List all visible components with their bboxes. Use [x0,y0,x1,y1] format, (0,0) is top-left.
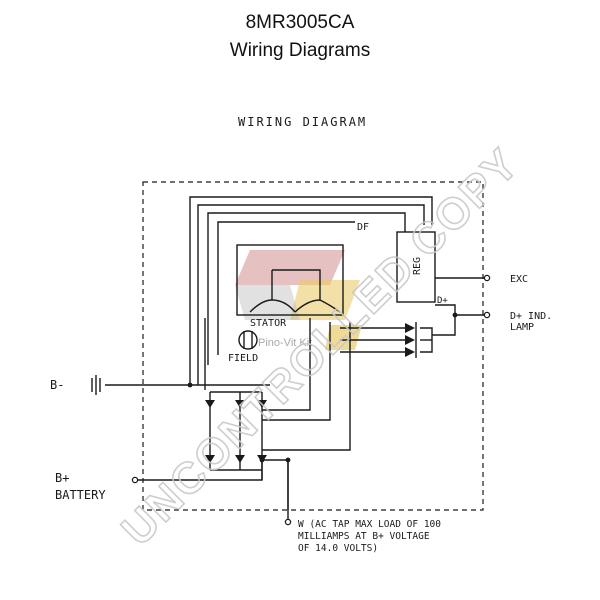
df-label: DF [357,222,369,233]
w-terminal [284,518,292,526]
d-plus-label: D+ [437,296,448,306]
part-number-title: 8MR3005CA [245,12,355,33]
stator-label: STATOR [250,318,287,329]
w-note-line-2: MILLIAMPS AT B+ VOLTAGE [298,531,430,542]
watermark-logo-text: Pino-Vit Kit [258,337,312,349]
d-plus-terminal [483,311,491,319]
alternator-enclosure [142,181,484,511]
d-plus-ind-label: D+ IND. [510,311,552,322]
w-note-line-3: OF 14.0 VOLTS) [298,543,378,554]
lamp-label: LAMP [510,322,534,333]
junction-dots [187,312,458,463]
exc-terminal [483,274,491,282]
exc-label: EXC [510,274,528,285]
b-plus-label: B+ [55,471,69,485]
b-minus-label: B- [50,378,64,392]
battery-label: BATTERY [55,488,106,502]
diode-symbols [205,322,417,463]
reg-label: REG [412,257,423,275]
stator-box [236,244,344,316]
diagram-heading: WIRING DIAGRAM [238,115,367,129]
w-note-line-1: W (AC TAP MAX LOAD OF 100 [298,519,441,530]
page-subtitle: Wiring Diagrams [229,40,371,61]
terminals [131,274,491,526]
uncontrolled-copy-watermark: UNCONTROLLED COPY [112,139,528,555]
field-label: FIELD [228,353,258,364]
b-plus-terminal [131,476,139,484]
regulator-box [396,231,436,303]
